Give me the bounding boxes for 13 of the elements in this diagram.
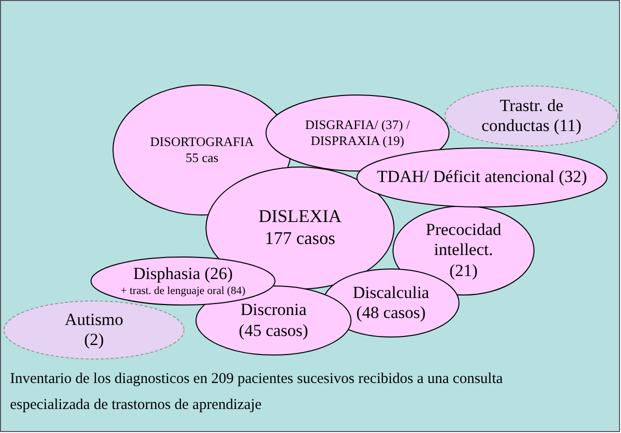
ellipse-label: Discalculia (48 casos) [352, 282, 430, 324]
ellipse-label: Discronia (45 casos) [238, 300, 310, 341]
ellipse-label: Disphasia (26) [133, 264, 233, 285]
ellipse-label: DISORTOGRAFIA [150, 134, 254, 150]
ellipse-label: DISGRAFIA/ (37) / DISPRAXIA (19) [304, 117, 411, 149]
ellipse-label: TDAH/ Déficit atencional (32) [376, 167, 588, 188]
ellipse-label: Trastr. de conductas (11) [480, 96, 582, 136]
ellipse-label: Precocidad intellect. (21) [424, 220, 502, 282]
caption: Inventario de los diagnosticos en 209 pacientes sucesivos recibidos a una consulta especializada de trastornos de aprendizaje [10, 370, 504, 415]
ellipse-label: DISLEXIA 177 casos [258, 206, 342, 250]
ellipse-label: 55 cas [186, 150, 218, 166]
ellipse-label: + trast. de lenguaje oral (84) [120, 284, 246, 298]
ellipse-label: Autismo (2) [64, 310, 124, 350]
